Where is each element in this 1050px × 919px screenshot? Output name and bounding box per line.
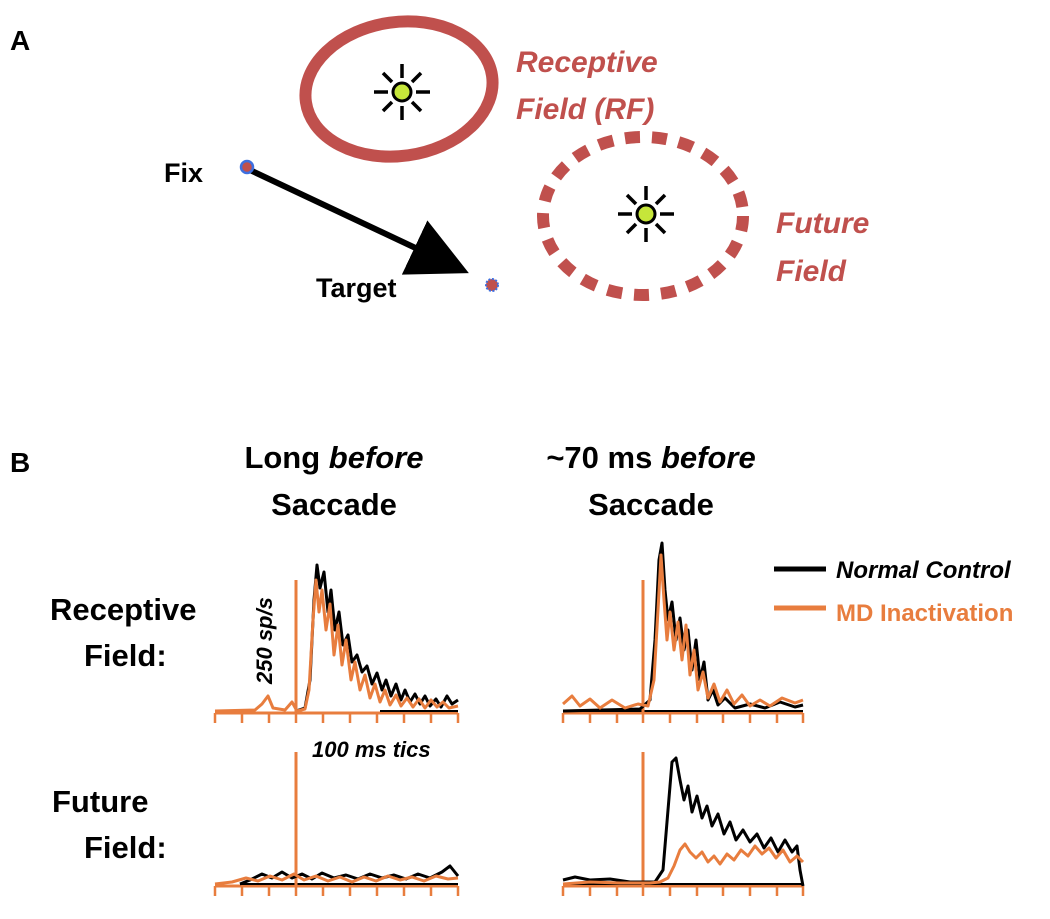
- stimulus-burst-icon-ff: [618, 186, 674, 242]
- y-scale-label: 250 sp/s: [252, 597, 277, 685]
- plot-rf-long-before-tics: [213, 713, 460, 723]
- trace-rf-long-before-normal-control: [295, 563, 459, 713]
- receptive-field-ellipse: [299, 15, 499, 163]
- row-label-receptive-field-line2: Field:: [84, 638, 167, 673]
- trace-rf-70ms-before-md-inactivation: [562, 553, 804, 710]
- future-field-label-line1: Future: [776, 207, 869, 240]
- x-scale-label: 100 ms tics: [312, 737, 431, 762]
- receptive-field-label-line1: Receptive: [516, 46, 658, 79]
- stimulus-burst-icon-rf: [374, 64, 430, 120]
- row-label-future-field-line2: Field:: [84, 830, 167, 865]
- plot-ff-70ms-before-tics: [561, 886, 805, 896]
- plot-ff-long-before-tics: [213, 886, 460, 896]
- panel-a-letter: A: [10, 25, 30, 56]
- target-label: Target: [316, 273, 397, 303]
- column-title-long-before-line1: Long before: [244, 440, 423, 475]
- column-title-long-before-line2: Saccade: [271, 487, 397, 522]
- fix-label: Fix: [164, 158, 203, 188]
- trace-ff-70ms-before-md-inactivation: [562, 842, 805, 886]
- column-title-70ms-before-line2: Saccade: [588, 487, 714, 522]
- future-field-label-line2: Field: [776, 255, 847, 288]
- plot-ff-70ms-before: [561, 752, 805, 896]
- plot-ff-long-before: [213, 752, 460, 896]
- target-dot: [485, 278, 499, 292]
- fixation-dot: [239, 159, 255, 175]
- column-title-70ms-before-line1: ~70 ms before: [546, 440, 755, 475]
- receptive-field-label-line2: Field (RF): [516, 93, 654, 126]
- legend-label-md-inactivation: MD Inactivation: [836, 600, 1013, 627]
- legend-label-normal-control: Normal Control: [836, 557, 1012, 584]
- trace-ff-70ms-before-normal-control: [562, 756, 805, 887]
- trace-rf-70ms-before-normal-control: [562, 541, 804, 713]
- plot-rf-long-before: [213, 580, 460, 723]
- row-label-receptive-field-line1: Receptive: [50, 592, 196, 627]
- saccade-arrow: [248, 167, 469, 275]
- trace-ff-long-before-normal-control: [239, 864, 460, 886]
- row-label-future-field-line1: Future: [52, 784, 148, 819]
- panel-b-letter: B: [10, 447, 30, 478]
- future-field-ellipse: [537, 131, 749, 301]
- trace-ff-long-before-md-inactivation: [214, 872, 459, 886]
- plot-rf-70ms-before-tics: [561, 713, 805, 723]
- trace-rf-long-before-md-inactivation: [214, 578, 459, 713]
